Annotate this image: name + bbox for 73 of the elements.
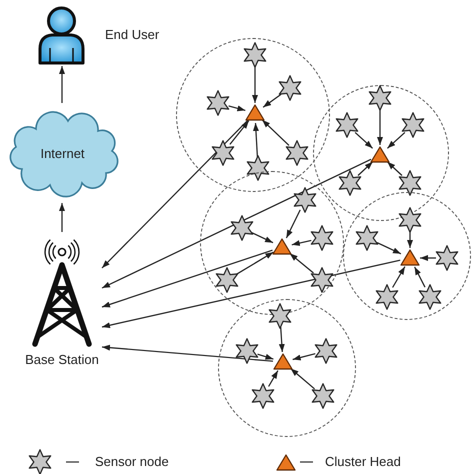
star-node xyxy=(400,112,426,138)
star-node xyxy=(276,74,303,101)
arrow xyxy=(59,203,65,232)
star-node xyxy=(250,382,276,409)
star-node xyxy=(336,170,363,196)
star-node xyxy=(354,224,380,251)
dashed-circle xyxy=(200,171,344,315)
star-node xyxy=(308,266,335,293)
star-node xyxy=(334,112,360,138)
arrow xyxy=(102,158,372,289)
arrow xyxy=(407,231,413,248)
legend-label: Sensor node xyxy=(95,454,169,470)
arrow xyxy=(268,370,278,387)
arrow xyxy=(377,109,383,145)
triangle-node xyxy=(400,249,420,266)
arrow xyxy=(289,252,314,274)
arrow xyxy=(59,66,65,103)
star-node xyxy=(228,214,255,241)
node-label: End User xyxy=(105,27,160,43)
arrow xyxy=(252,66,258,103)
arrow xyxy=(290,368,315,390)
dashed-circle xyxy=(176,38,330,192)
star-node xyxy=(292,186,318,213)
node-label: Base Station xyxy=(24,352,100,368)
arrow xyxy=(229,120,250,145)
arrow xyxy=(292,240,312,246)
star-node xyxy=(210,140,236,166)
arrow xyxy=(102,250,273,308)
triangle-node xyxy=(272,353,293,370)
triangle-node xyxy=(244,104,265,122)
arrow xyxy=(262,119,290,146)
star-node xyxy=(416,284,443,310)
star-node xyxy=(214,266,240,293)
triangle-node xyxy=(272,238,292,256)
arrow xyxy=(392,266,406,288)
dashed-circle xyxy=(218,299,356,437)
arrow xyxy=(358,161,374,176)
node-label: Internet xyxy=(40,146,85,160)
legend-label: Cluster Head xyxy=(325,454,401,470)
arrow xyxy=(252,122,259,158)
star-node xyxy=(244,154,271,181)
arrow xyxy=(387,132,406,149)
star-node xyxy=(434,244,460,271)
star-node xyxy=(396,206,423,233)
arrow xyxy=(102,120,248,268)
arrow xyxy=(102,344,274,362)
star-node xyxy=(312,338,339,364)
arrow xyxy=(386,161,402,176)
arrow xyxy=(414,266,426,288)
star-node xyxy=(308,224,335,251)
star-node xyxy=(310,382,336,409)
star-node xyxy=(374,284,400,310)
arrow xyxy=(278,326,285,352)
star-node xyxy=(204,90,231,116)
star-node xyxy=(234,338,260,364)
arrow xyxy=(292,353,316,360)
arrow xyxy=(376,242,402,254)
star-node xyxy=(366,84,393,111)
arrow xyxy=(262,94,282,108)
star-node xyxy=(242,42,268,68)
arrow xyxy=(257,354,274,360)
arrow xyxy=(102,260,400,328)
arrow xyxy=(420,255,436,261)
arrow xyxy=(354,132,373,149)
star-node xyxy=(284,140,310,166)
triangle-node xyxy=(370,146,390,164)
arrow xyxy=(252,232,274,244)
star-node xyxy=(266,302,293,329)
star-node xyxy=(396,170,423,196)
arrow xyxy=(228,105,246,112)
arrow xyxy=(236,252,274,275)
dashed-circle xyxy=(343,192,471,320)
arrow xyxy=(286,210,301,238)
